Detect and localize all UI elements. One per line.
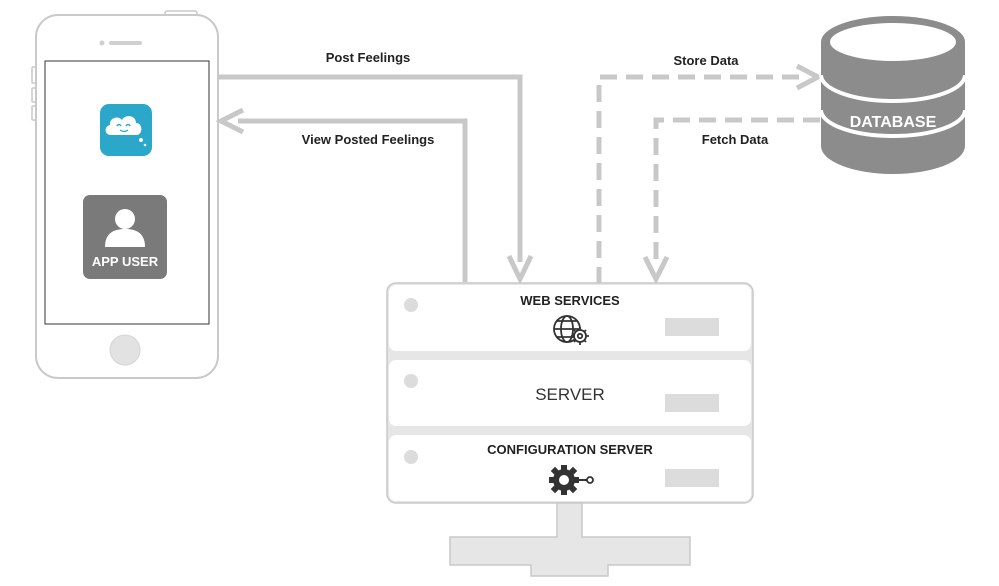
cloud-face-icon[interactable] — [100, 104, 152, 156]
server-unit[interactable]: SERVER — [389, 360, 751, 426]
status-light — [404, 298, 418, 312]
store-data-arrow — [596, 63, 824, 284]
store-data-label: Store Data — [673, 53, 739, 68]
fetch-data-arrow — [642, 117, 820, 285]
view-posted-feelings-label: View Posted Feelings — [302, 132, 435, 147]
app-user-label: APP USER — [92, 254, 159, 269]
view-posted-feelings-arrow — [215, 107, 468, 282]
database-label: DATABASE — [850, 114, 937, 131]
server-label: SERVER — [535, 385, 605, 404]
phone-device: APP USER — [31, 10, 219, 379]
post-feelings-label: Post Feelings — [326, 50, 411, 65]
configuration-server-unit[interactable]: CONFIGURATION SERVER — [389, 435, 751, 501]
status-light — [404, 374, 418, 388]
phone-speaker — [109, 41, 142, 45]
person-icon — [105, 209, 145, 247]
network-connector — [449, 502, 691, 577]
drive-slot — [665, 469, 719, 487]
server-stack: WEB SERVICES SERVER CONFIGURATION SER — [386, 282, 754, 504]
configuration-server-label: CONFIGURATION SERVER — [487, 442, 653, 457]
globe-gear-icon — [553, 315, 589, 345]
phone-home-button[interactable] — [109, 334, 141, 366]
web-services-unit[interactable]: WEB SERVICES — [389, 285, 751, 351]
drive-slot — [665, 394, 719, 412]
web-services-label: WEB SERVICES — [520, 293, 620, 308]
drive-slot — [665, 318, 719, 336]
gear-key-icon — [549, 465, 594, 495]
fetch-data-label: Fetch Data — [702, 132, 769, 147]
phone-camera — [99, 40, 105, 46]
phone-screen — [44, 60, 210, 325]
post-feelings-arrow — [219, 74, 534, 285]
status-light — [404, 450, 418, 464]
database-cylinder: DATABASE — [819, 16, 967, 174]
app-user-tile[interactable]: APP USER — [83, 195, 167, 279]
